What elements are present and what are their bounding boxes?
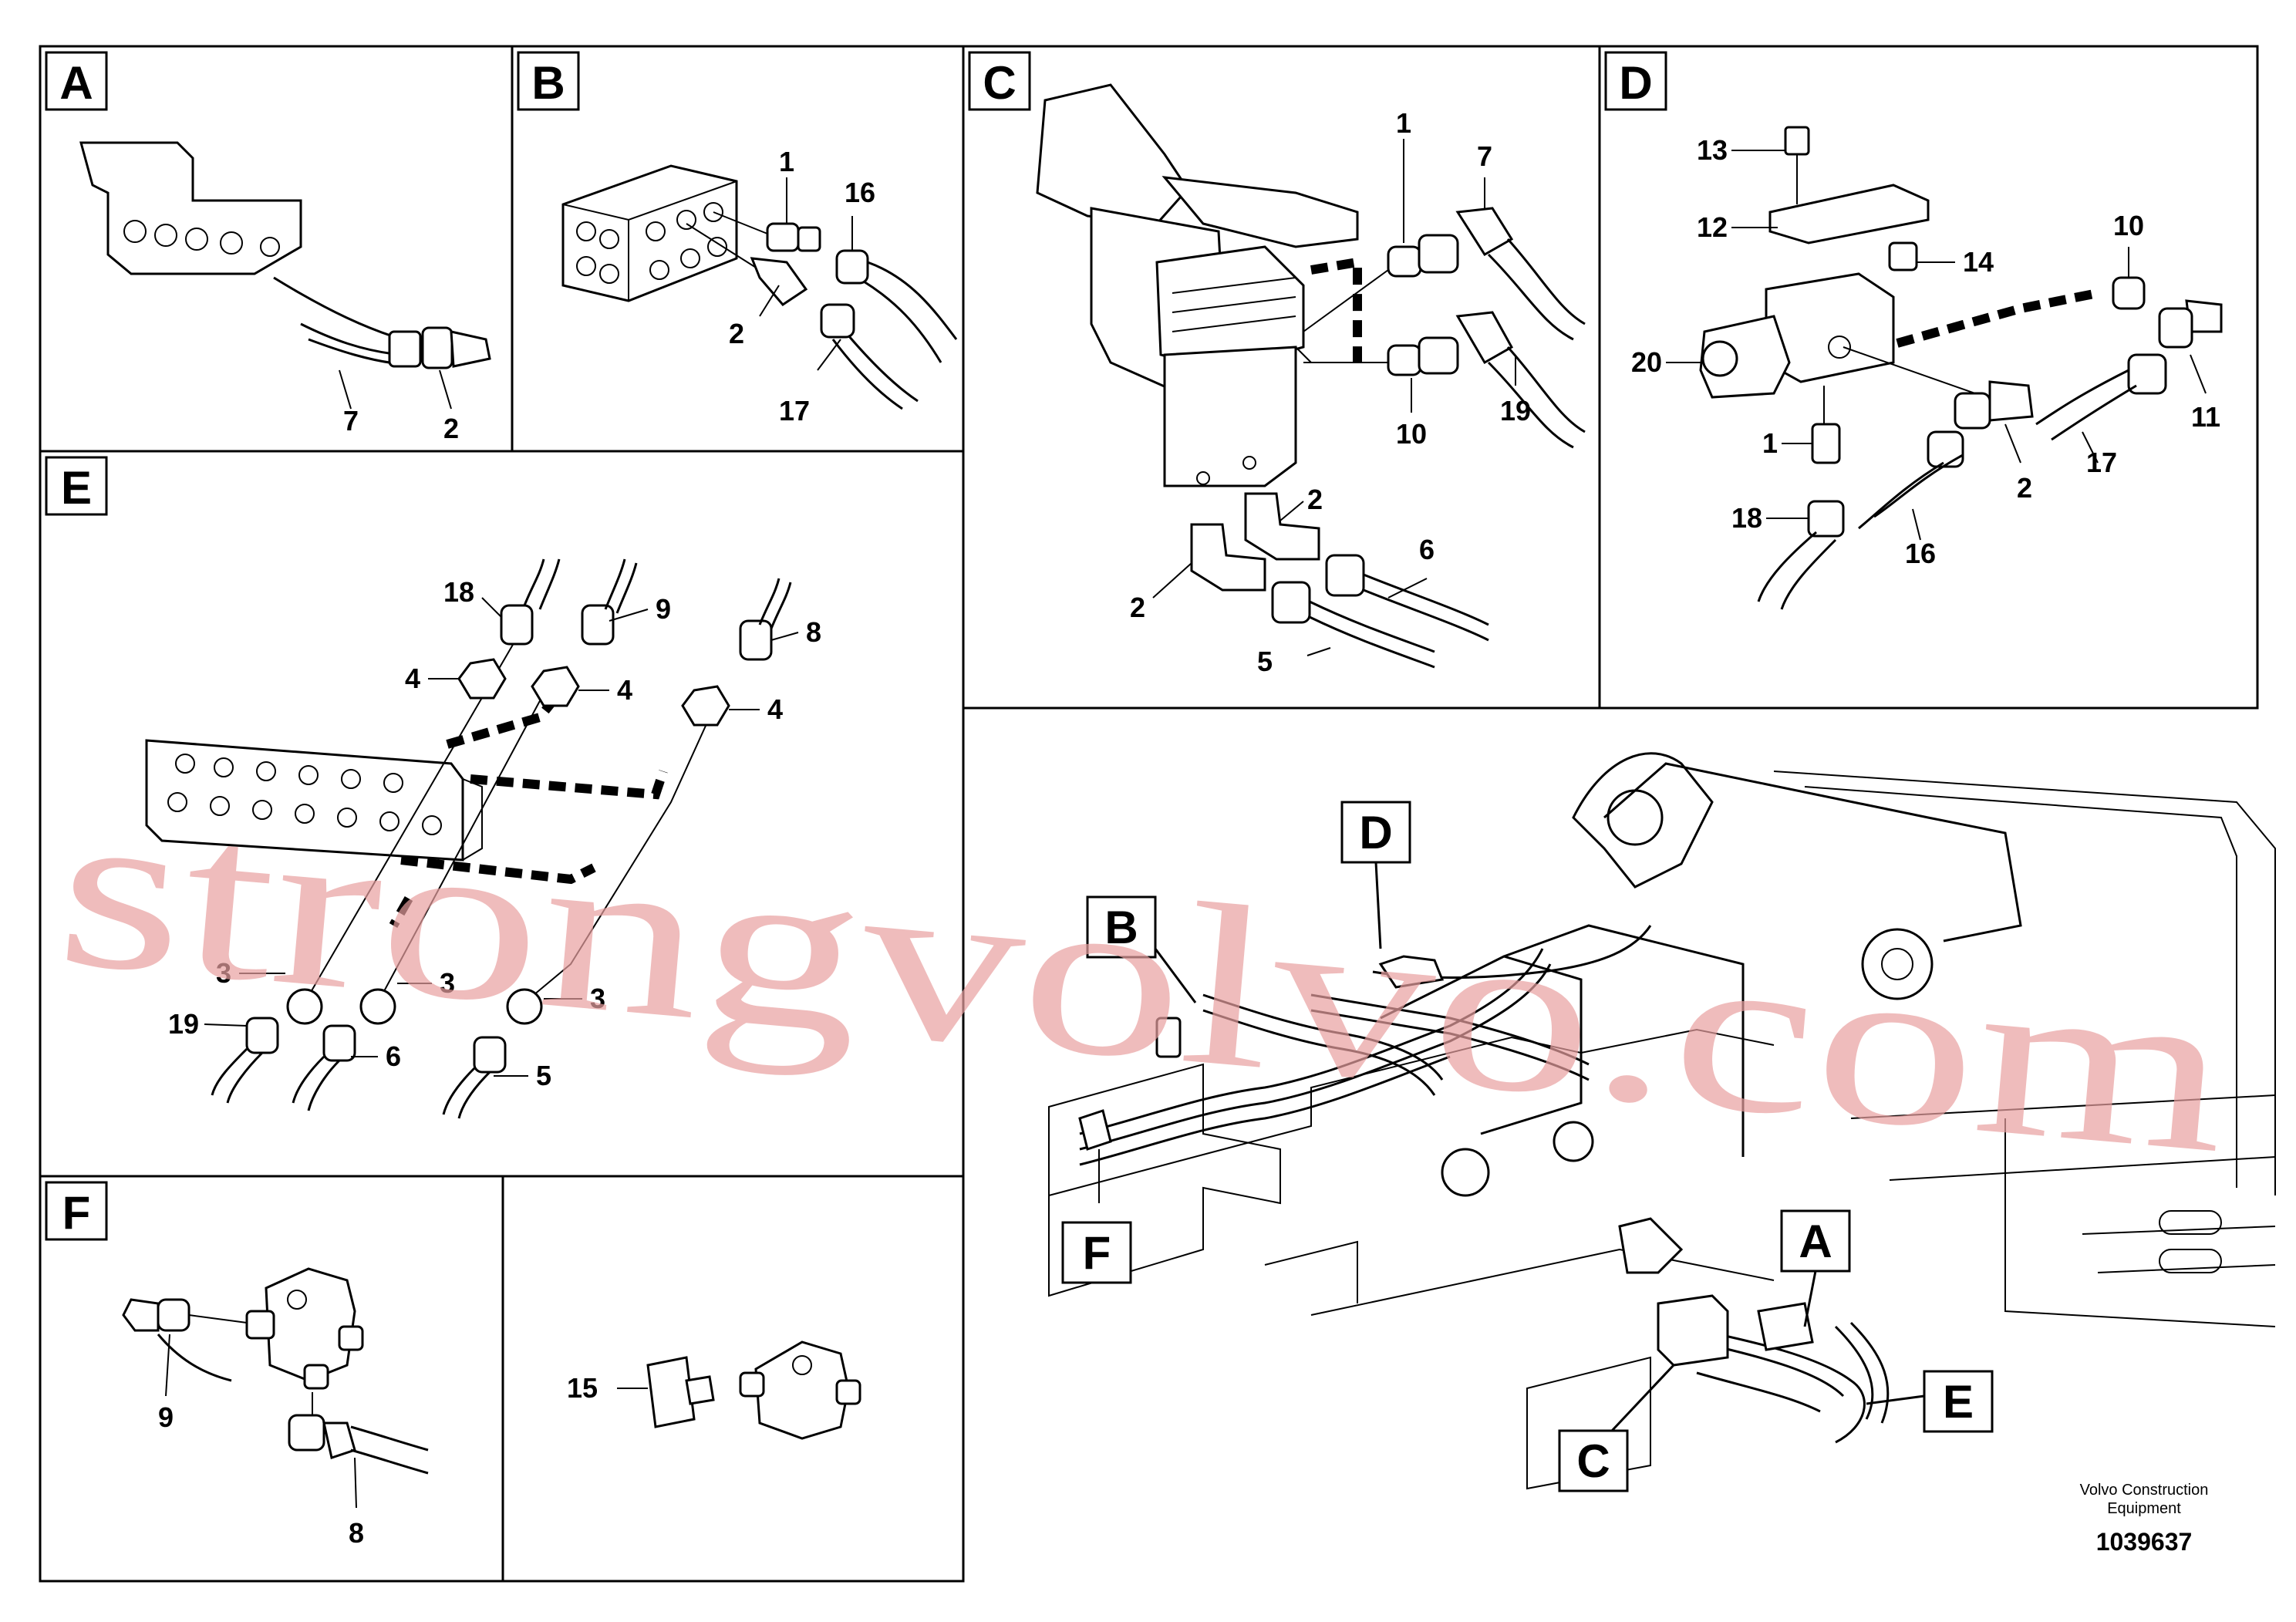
overview-tag-a: A: [1780, 1209, 1851, 1327]
callout-e-3-right: 3: [590, 983, 605, 1014]
panel-g-drawing: [617, 1340, 861, 1440]
panel-c-tag-label: C: [983, 57, 1016, 109]
panel-c-tag: C: [968, 51, 1031, 111]
callout-d-17: 17: [2086, 447, 2117, 478]
overview-tag-e-label: E: [1943, 1376, 1974, 1428]
overview-tag-b: B: [1086, 895, 1197, 1003]
panel-b-tag-label: B: [531, 57, 565, 109]
callout-f-8: 8: [349, 1517, 364, 1549]
panel-d-drawing: [1666, 126, 2223, 610]
panel-f-drawing: [122, 1267, 429, 1509]
callout-b-16: 16: [845, 177, 875, 208]
overview-tag-e: E: [1866, 1370, 1994, 1433]
callout-d-12: 12: [1697, 211, 1728, 243]
callout-c-1: 1: [1396, 107, 1411, 139]
callout-a-7: 7: [343, 405, 359, 437]
overview-tag-c: C: [1558, 1364, 1675, 1492]
drawing-number: 1039637: [2096, 1528, 2193, 1556]
panel-e-tag-label: E: [61, 462, 92, 514]
overview-tag-f-label: F: [1083, 1227, 1111, 1279]
panel-g-frame: [501, 1175, 965, 1583]
callout-e-3-mid: 3: [440, 967, 455, 999]
maker-line2: Equipment: [2107, 1500, 2181, 1517]
callout-d-2: 2: [2017, 472, 2032, 504]
callout-e-18: 18: [443, 576, 474, 608]
callout-e-4-left: 4: [405, 663, 420, 694]
callout-e-9: 9: [656, 593, 671, 625]
overview-tag-a-label: A: [1799, 1216, 1832, 1267]
callout-c-2-top: 2: [1307, 484, 1323, 515]
callout-d-10: 10: [2113, 210, 2144, 241]
callout-e-4-mid: 4: [617, 674, 632, 706]
callout-d-1: 1: [1762, 427, 1778, 459]
callout-e-19: 19: [168, 1008, 199, 1040]
panel-d-tag: D: [1604, 51, 1667, 111]
callout-b-17: 17: [779, 395, 810, 427]
maker-line1: Volvo Construction: [2080, 1482, 2209, 1499]
panel-e-drawing: [145, 558, 799, 1119]
panel-f-tag-label: F: [62, 1187, 91, 1239]
panel-a-tag: A: [45, 51, 108, 111]
callout-d-20: 20: [1631, 346, 1662, 378]
callout-b-2: 2: [729, 318, 744, 349]
overview-tag-d-label: D: [1359, 807, 1392, 858]
panel-a-drawing: [79, 141, 491, 410]
callout-b-1: 1: [779, 146, 794, 177]
panel-d-tag-label: D: [1619, 57, 1652, 109]
callout-f-9: 9: [158, 1401, 174, 1433]
callout-d-14: 14: [1963, 246, 1994, 278]
callout-e-5: 5: [536, 1060, 551, 1091]
overview-tag-d: D: [1340, 801, 1411, 949]
panel-e-tag: E: [45, 456, 108, 516]
panel-b-tag: B: [517, 51, 580, 111]
callout-d-16: 16: [1905, 538, 1936, 569]
callout-e-3-left: 3: [216, 957, 231, 989]
overview-tag-c-label: C: [1576, 1435, 1610, 1487]
overview-drawing: [1048, 752, 2276, 1490]
callout-c-6: 6: [1419, 534, 1435, 565]
callout-c-10: 10: [1396, 418, 1427, 450]
panel-a-tag-label: A: [59, 57, 93, 109]
callout-c-7: 7: [1477, 140, 1492, 172]
panel-c-drawing: [1036, 83, 1586, 669]
panel-d-frame: [1598, 45, 2259, 710]
panel-b-drawing: [561, 164, 958, 410]
callout-d-11: 11: [2191, 401, 2220, 433]
callout-g-15: 15: [567, 1372, 598, 1404]
watermark: strongvolvo.com: [49, 757, 2238, 1202]
callout-e-8: 8: [806, 616, 821, 648]
callout-e-4-right: 4: [767, 693, 783, 725]
panel-f-frame: [39, 1175, 504, 1583]
overview-tag-f: F: [1061, 1221, 1132, 1284]
callout-d-13: 13: [1697, 134, 1728, 166]
callout-c-5: 5: [1257, 646, 1273, 677]
panel-frames: [39, 45, 2259, 1583]
callout-d-18: 18: [1731, 502, 1762, 534]
panel-f-tag: F: [45, 1181, 108, 1241]
callout-c-2-bottom: 2: [1130, 592, 1145, 623]
overview-tag-b-label: B: [1104, 902, 1138, 953]
callout-a-2: 2: [443, 413, 459, 444]
callout-e-6: 6: [386, 1040, 401, 1072]
callout-c-19: 19: [1500, 395, 1531, 427]
